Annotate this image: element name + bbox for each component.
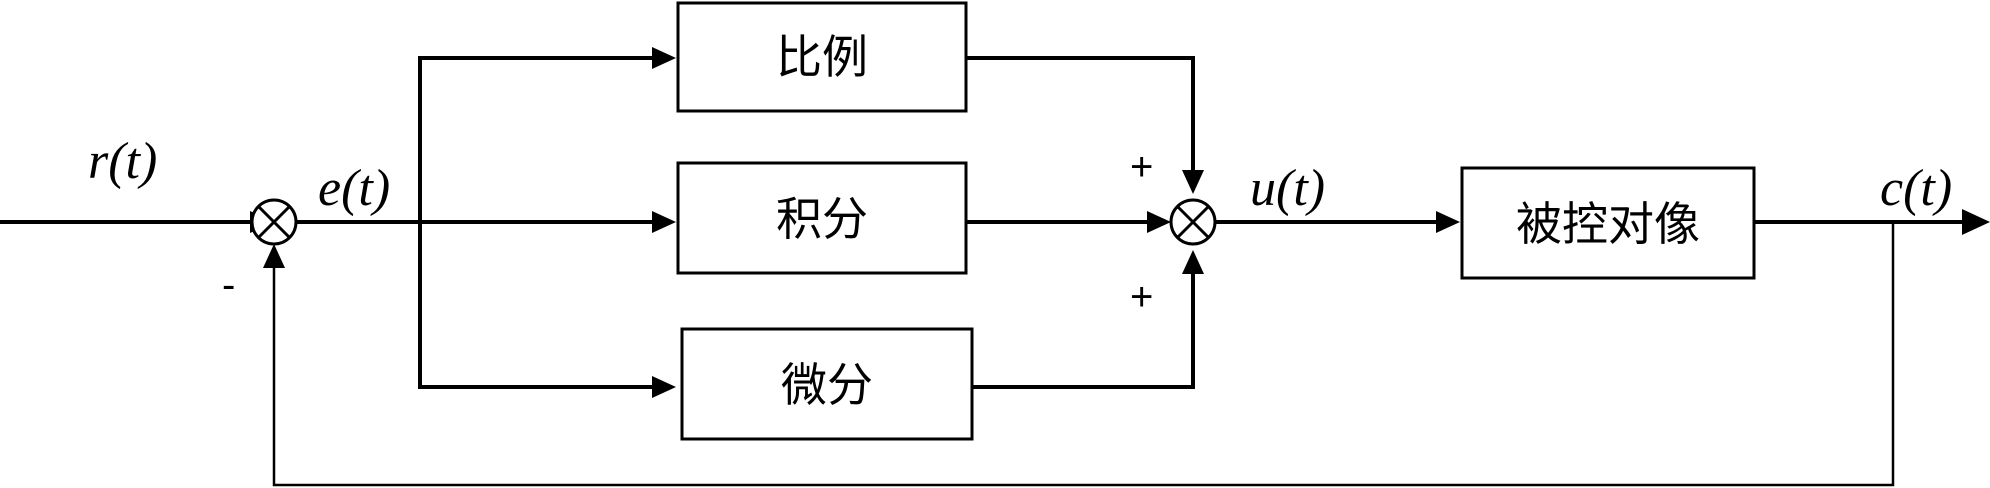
derivative-block: 微分 bbox=[680, 327, 974, 441]
output-signal-label: c(t) bbox=[1880, 160, 1952, 217]
controller-summing-junction bbox=[1169, 198, 1217, 246]
proportional-label: 比例 bbox=[776, 30, 868, 84]
plus-sign-top: + bbox=[1130, 145, 1153, 189]
proportional-output-arrow bbox=[1182, 170, 1204, 194]
derivative-label: 微分 bbox=[781, 358, 873, 412]
plus-sign-bottom: + bbox=[1130, 275, 1153, 319]
reference-signal-label: r(t) bbox=[88, 133, 157, 190]
integral-input-arrow bbox=[652, 211, 676, 233]
plant-input-arrow bbox=[1436, 211, 1460, 233]
derivative-output-arrow bbox=[1182, 250, 1204, 274]
feedback-arrow bbox=[263, 244, 285, 268]
feedback-minus-sign: - bbox=[222, 263, 235, 307]
proportional-output-line bbox=[966, 56, 1195, 170]
proportional-input-arrow bbox=[652, 47, 676, 69]
integral-label: 积分 bbox=[776, 192, 868, 246]
plant-block: 被控对像 bbox=[1460, 166, 1756, 280]
integral-block: 积分 bbox=[676, 161, 968, 275]
integral-output-arrow bbox=[1147, 211, 1171, 233]
control-signal-label: u(t) bbox=[1250, 160, 1325, 217]
derivative-output-line bbox=[972, 274, 1195, 389]
error-signal-label: e(t) bbox=[318, 160, 390, 217]
feedback-line bbox=[272, 222, 1895, 487]
derivative-input-arrow bbox=[652, 376, 676, 398]
proportional-block: 比例 bbox=[676, 1, 968, 113]
error-summing-junction bbox=[250, 198, 298, 246]
plant-label: 被控对像 bbox=[1516, 197, 1700, 251]
output-arrow bbox=[1962, 209, 1990, 235]
